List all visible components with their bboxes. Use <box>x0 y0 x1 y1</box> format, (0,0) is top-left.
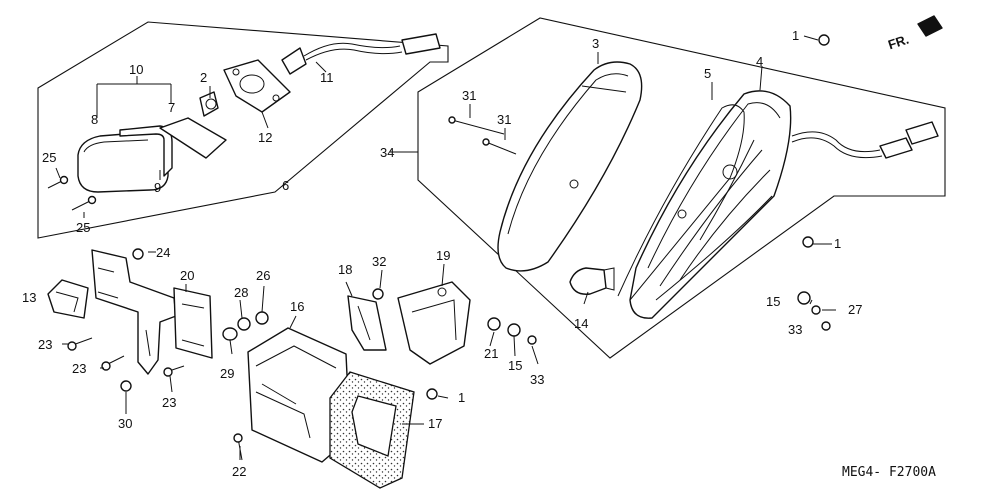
screw-25-lower <box>71 195 97 211</box>
lens-screw-upper <box>448 116 505 135</box>
license-bracket-cover <box>247 327 351 463</box>
callout-4: 4 <box>756 54 763 69</box>
washer-21 <box>487 317 501 331</box>
callout-15-right: 15 <box>766 294 780 309</box>
screw-25-upper <box>47 175 69 189</box>
nut-32 <box>372 288 384 300</box>
callout-9: 9 <box>154 180 161 195</box>
nut-1-top <box>818 34 830 46</box>
callout-19: 19 <box>436 248 450 263</box>
callout-6: 6 <box>282 178 289 193</box>
callout-24: 24 <box>156 245 170 260</box>
bolt-23-left <box>67 337 93 351</box>
callout-25-lower: 25 <box>76 220 90 235</box>
callout-32: 32 <box>372 254 386 269</box>
bolt-23-right <box>163 365 185 377</box>
callout-14: 14 <box>574 316 588 331</box>
callout-31-left: 31 <box>462 88 476 103</box>
taillight-gasket <box>617 104 745 301</box>
callout-16: 16 <box>290 299 304 314</box>
callout-5: 5 <box>704 66 711 81</box>
callout-33-right: 33 <box>788 322 802 337</box>
callout-8: 8 <box>91 112 98 127</box>
reflector <box>47 279 89 319</box>
nut-27 <box>811 305 821 315</box>
stay-18 <box>347 295 387 351</box>
nut-30 <box>120 380 132 392</box>
collar-15-right <box>797 291 811 305</box>
bolt-23-mid <box>101 355 125 371</box>
bolt-24 <box>132 248 144 260</box>
callout-33-mid: 33 <box>530 372 544 387</box>
callout-1-lower: 1 <box>458 390 465 405</box>
callout-10: 10 <box>129 62 143 77</box>
bolt-22 <box>233 433 243 461</box>
lens-plate <box>159 117 227 159</box>
group-outline-license-light <box>37 21 449 239</box>
callout-23-right: 23 <box>162 395 176 410</box>
callout-labels: 10 2 7 8 9 11 12 6 25 25 3 5 4 1 31 31 3… <box>22 28 862 479</box>
taillight-lens <box>497 61 643 272</box>
collar-29 <box>222 327 238 341</box>
callout-11: 11 <box>320 70 334 85</box>
speckled-pad <box>329 371 415 489</box>
callout-18: 18 <box>338 262 352 277</box>
mounting-plate <box>173 287 213 359</box>
callout-20: 20 <box>180 268 194 283</box>
callout-2: 2 <box>200 70 207 85</box>
callout-26: 26 <box>256 268 270 283</box>
callout-3: 3 <box>592 36 599 51</box>
small-bulb <box>199 91 219 117</box>
nut-33 <box>527 335 537 345</box>
nut-1-right <box>802 236 814 248</box>
callout-12: 12 <box>258 130 272 145</box>
front-direction-label: FR. <box>886 32 911 53</box>
taillight-harness <box>791 121 939 159</box>
callout-31-right: 31 <box>497 112 511 127</box>
grommet-28 <box>237 317 251 331</box>
callout-22: 22 <box>232 464 246 479</box>
license-light-harness <box>281 33 441 75</box>
nut-1-lower <box>426 388 438 400</box>
diagram-code: MEG4- F2700A <box>842 465 936 480</box>
bracket-19 <box>397 281 471 365</box>
callout-7: 7 <box>168 100 175 115</box>
callout-1-top: 1 <box>792 28 799 43</box>
callout-27: 27 <box>848 302 862 317</box>
callout-28: 28 <box>234 285 248 300</box>
callout-23-left: 23 <box>38 337 52 352</box>
callout-1-right: 1 <box>834 236 841 251</box>
collar-26 <box>255 311 269 325</box>
callout-17: 17 <box>428 416 442 431</box>
taillight-housing <box>629 90 792 319</box>
nut-33-right <box>821 321 831 331</box>
taillight-bulb <box>569 267 615 295</box>
callout-21: 21 <box>484 346 498 361</box>
callout-13: 13 <box>22 290 36 305</box>
lens-screw-lower <box>482 138 517 155</box>
front-direction-arrow <box>917 15 943 37</box>
leader-lines <box>55 35 836 460</box>
group-outline-taillight <box>417 17 946 359</box>
callout-15-mid: 15 <box>508 358 522 373</box>
collar-15 <box>507 323 521 337</box>
callout-25-upper: 25 <box>42 150 56 165</box>
callout-29: 29 <box>220 366 234 381</box>
license-bracket <box>91 249 177 375</box>
callout-23-mid: 23 <box>72 361 86 376</box>
socket-base <box>223 59 291 113</box>
callout-30: 30 <box>118 416 132 431</box>
callout-34: 34 <box>380 145 394 160</box>
